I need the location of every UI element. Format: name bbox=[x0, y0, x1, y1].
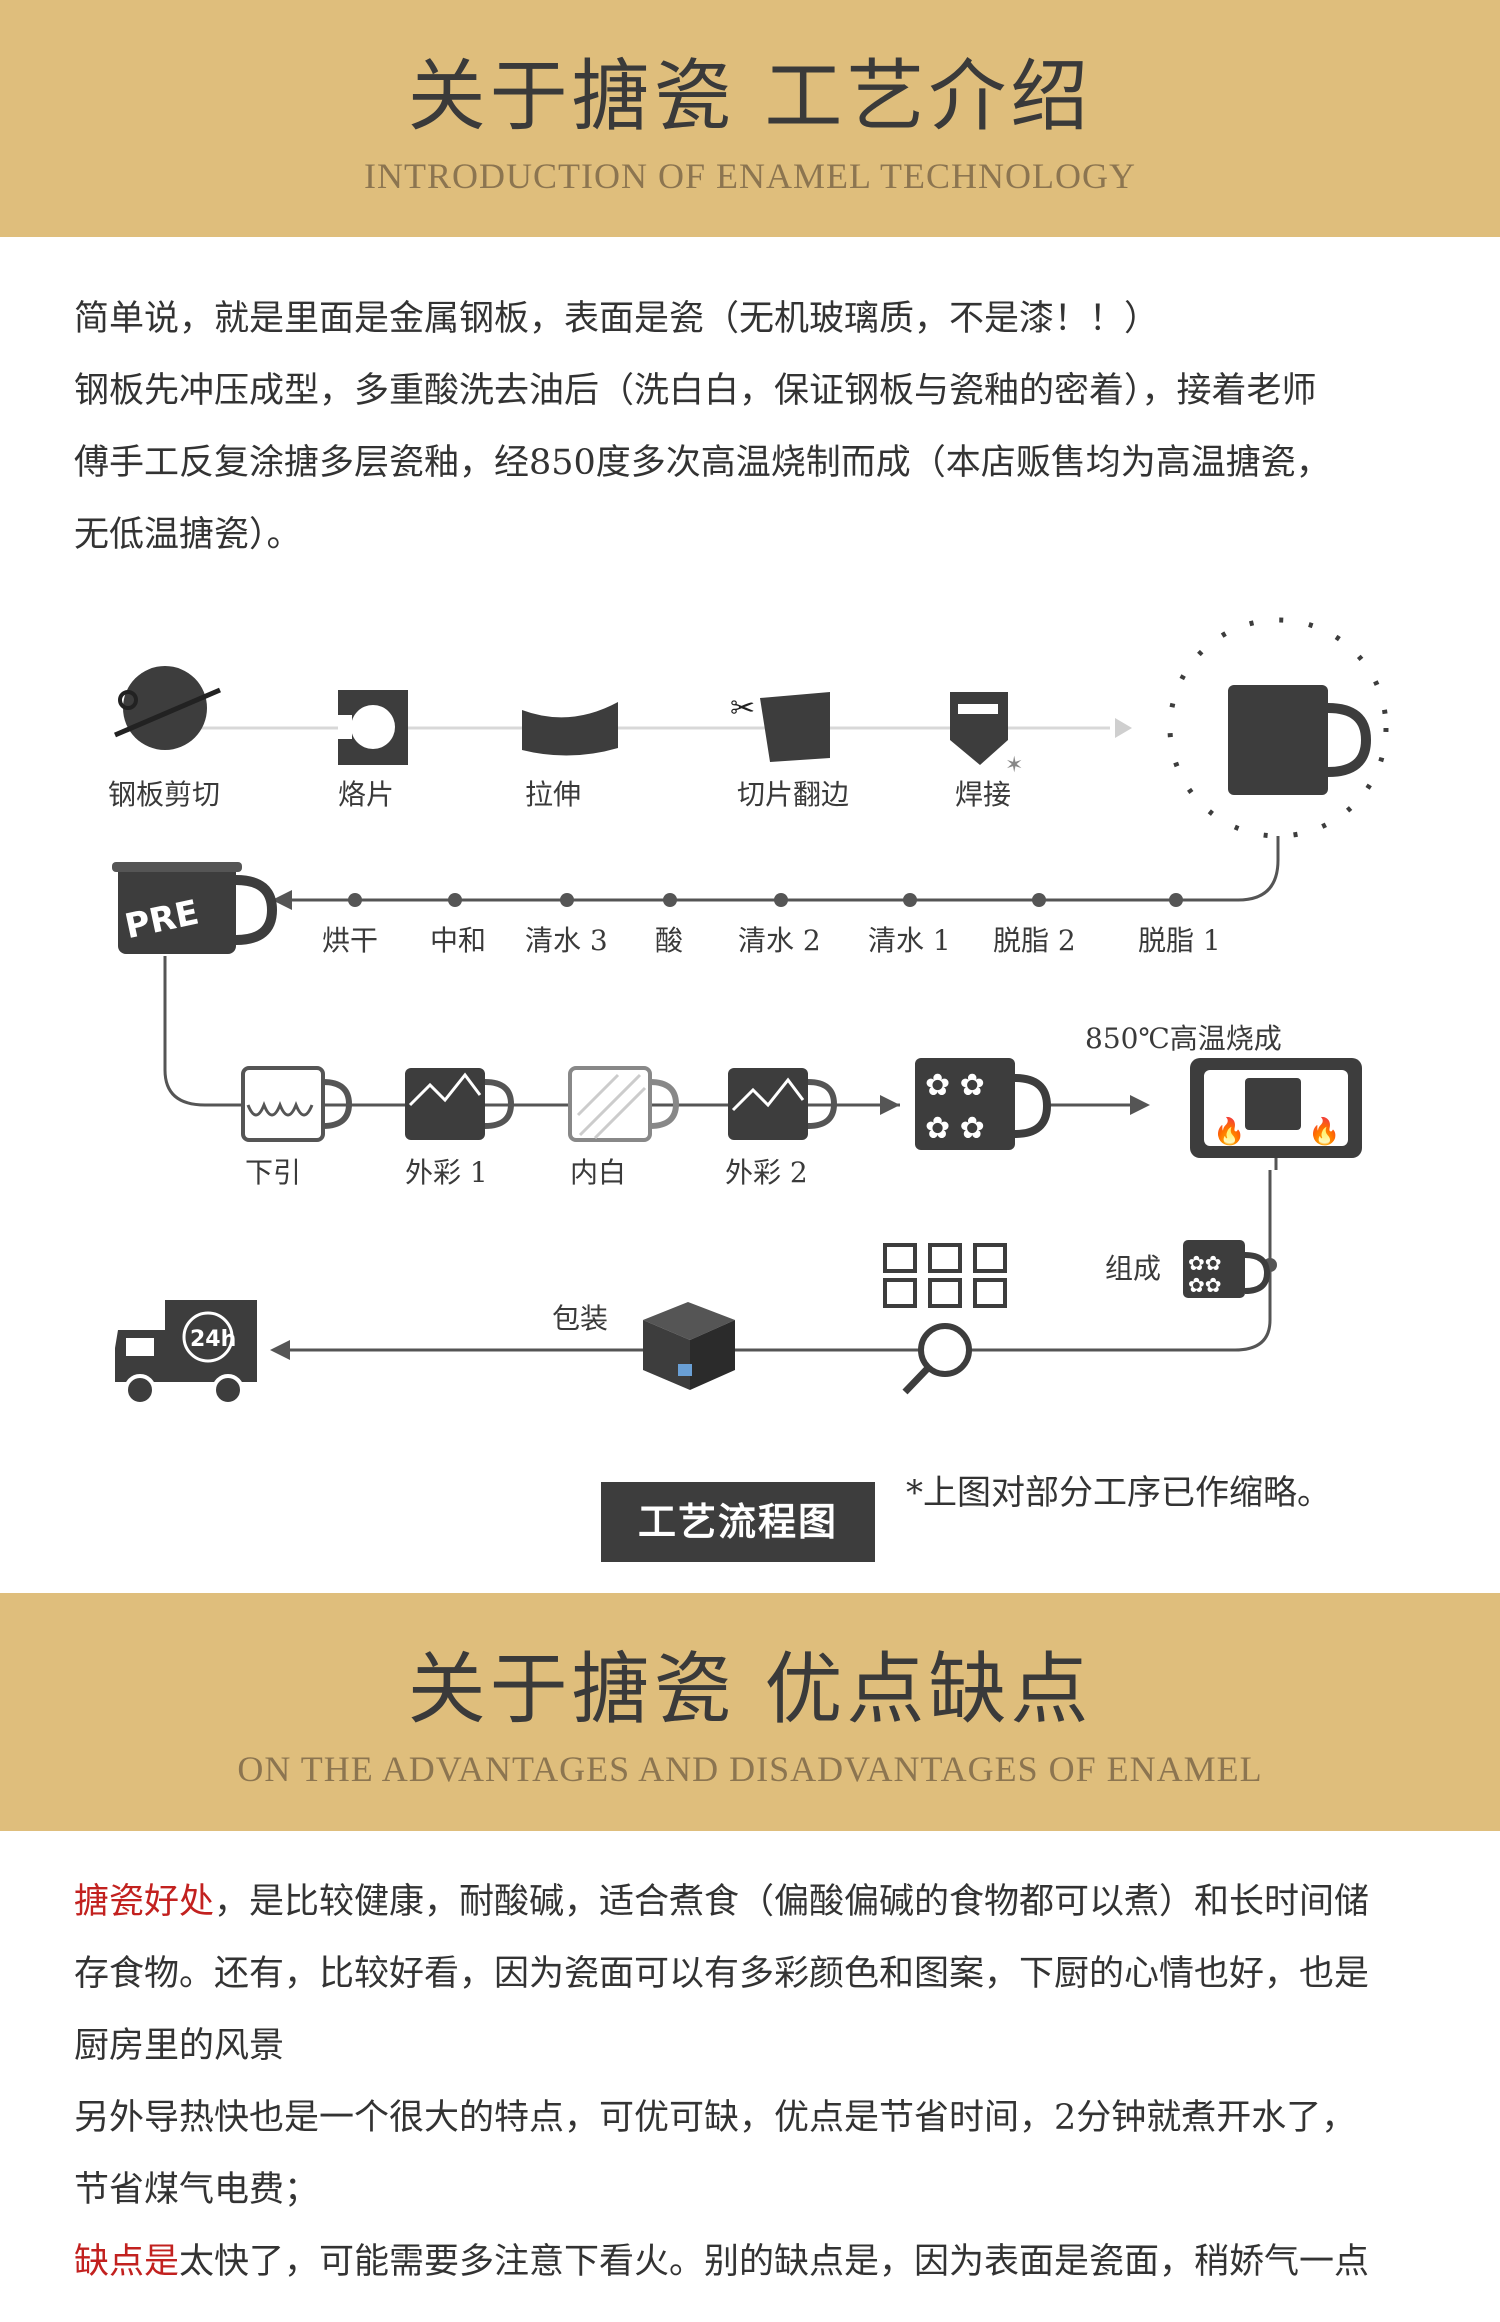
flow-label: 切片翻边 bbox=[737, 778, 849, 811]
flow-label: 焊接 bbox=[955, 778, 1011, 811]
flow-label: 烙片 bbox=[338, 778, 394, 811]
mug-outer-color-2-icon bbox=[728, 1068, 838, 1140]
pre-mug-icon: PRE bbox=[112, 862, 278, 954]
pros-cons-paragraph: 搪瓷好处，是比较健康，耐酸碱，适合煮食（偏酸偏碱的食物都可以煮）和长时间储 存食… bbox=[74, 1866, 1454, 2298]
flow-label: 清水 3 bbox=[525, 924, 608, 957]
package-box-icon bbox=[643, 1302, 735, 1390]
kiln-icon: 🔥 🔥 bbox=[1190, 1058, 1362, 1158]
truck-24h-text: 24h bbox=[190, 1327, 236, 1352]
stamp-sheet-icon bbox=[338, 690, 408, 765]
mug-flower-icon: ✿ ✿ ✿ ✿ bbox=[915, 1058, 1052, 1150]
svg-text:🔥: 🔥 bbox=[1213, 1116, 1245, 1147]
flow-label: 中和 bbox=[430, 924, 486, 957]
section-header-technology: 关于搪瓷 工艺介绍 INTRODUCTION OF ENAMEL TECHNOL… bbox=[0, 0, 1500, 237]
flow-label: 清水 2 bbox=[738, 924, 821, 957]
intro-line: 无低温搪瓷）。 bbox=[74, 515, 302, 555]
svg-text:✿ ✿: ✿ ✿ bbox=[925, 1068, 985, 1103]
pros-text: ，是比较健康，耐酸碱，适合煮食（偏酸偏碱的食物都可以煮）和长时间储 bbox=[214, 1882, 1370, 1922]
flow-label: 清水 1 bbox=[868, 924, 951, 957]
mug-outer-color-1-icon bbox=[405, 1068, 515, 1140]
intro-paragraph: 简单说，就是里面是金属钢板，表面是瓷（无机玻璃质，不是漆！！） 钢板先冲压成型，… bbox=[74, 283, 1454, 571]
section-title: 关于搪瓷 优点缺点 bbox=[407, 1645, 1093, 1735]
flow-label: 外彩 1 bbox=[405, 1156, 488, 1189]
delivery-truck-icon: 24h bbox=[115, 1300, 257, 1406]
pros-line: 节省煤气电费； bbox=[74, 2170, 320, 2210]
svg-text:✂: ✂ bbox=[730, 691, 755, 726]
cut-flange-icon: ✂ bbox=[730, 691, 830, 762]
pros-label: 搪瓷好处 bbox=[74, 1882, 215, 1922]
intro-line: 简单说，就是里面是金属钢板，表面是瓷（无机玻璃质，不是漆！！） bbox=[74, 299, 1160, 339]
weld-icon: ✶ bbox=[950, 692, 1023, 778]
diagram-note: *上图对部分工序已作缩略。 bbox=[906, 1473, 1331, 1513]
section-subtitle: INTRODUCTION OF ENAMEL TECHNOLOGY bbox=[364, 156, 1136, 196]
flow-label: 钢板剪切 bbox=[108, 778, 220, 811]
kiln-label: 850℃高温烧成 bbox=[1085, 1022, 1282, 1055]
cons-text: 太快了，可能需要多注意下看火。别的缺点是，因为表面是瓷面，稍娇气一点 bbox=[179, 2242, 1370, 2282]
chart-title-label: 工艺流程图 bbox=[601, 1482, 875, 1562]
svg-text:🔥: 🔥 bbox=[1308, 1116, 1340, 1147]
svg-text:✿✿: ✿✿ bbox=[1188, 1273, 1222, 1297]
intro-line: 钢板先冲压成型，多重酸洗去油后（洗白白，保证钢板与瓷釉的密着），接着老师 bbox=[74, 371, 1317, 411]
flow-label: 下引 bbox=[245, 1156, 301, 1189]
magnifier-icon bbox=[902, 1323, 972, 1395]
svg-text:✿✿: ✿✿ bbox=[1188, 1251, 1222, 1275]
flow-label: 拉伸 bbox=[525, 778, 581, 811]
pack-label: 包装 bbox=[552, 1302, 608, 1335]
section-header-pros-cons: 关于搪瓷 优点缺点 ON THE ADVANTAGES AND DISADVAN… bbox=[0, 1593, 1500, 1831]
assemble-label: 组成 bbox=[1105, 1252, 1161, 1285]
scissors-cut-icon bbox=[114, 666, 221, 750]
mug-dip-icon bbox=[241, 1066, 353, 1142]
section-subtitle: ON THE ADVANTAGES AND DISADVANTAGES OF E… bbox=[237, 1749, 1263, 1789]
pros-line: 另外导热快也是一个很大的特点，可优可缺，优点是节省时间，2分钟就煮开水了， bbox=[74, 2098, 1357, 2138]
flow-label: 内白 bbox=[570, 1156, 626, 1189]
flow-label: 脱脂 1 bbox=[1138, 924, 1221, 957]
mug-inner-white-icon bbox=[568, 1066, 680, 1142]
section-title: 关于搪瓷 工艺介绍 bbox=[407, 52, 1093, 142]
pros-line: 搪瓷好处，是比较健康，耐酸碱，适合煮食（偏酸偏碱的食物都可以煮）和长时间储 bbox=[74, 1866, 1454, 1938]
cons-label: 缺点是 bbox=[74, 2242, 180, 2282]
inspect-mugs-icon bbox=[883, 1243, 1007, 1308]
assembled-mug-icon: ✿✿ ✿✿ bbox=[1183, 1240, 1271, 1298]
intro-line: 傅手工反复涂搪多层瓷釉，经850度多次高温烧制而成（本店贩售均为高温搪瓷， bbox=[74, 443, 1331, 483]
fired-mug-icon bbox=[1167, 617, 1389, 839]
flow-label: 酸 bbox=[655, 924, 683, 957]
stretch-sheet-icon bbox=[522, 702, 618, 756]
svg-text:✶: ✶ bbox=[1005, 753, 1023, 778]
pros-line: 厨房里的风景 bbox=[74, 2026, 285, 2066]
process-flow-diagram: ✂ ✶ 钢板剪切 烙片 拉伸 切片翻边 焊接 烘干 中和 清水 3 酸 清水 2… bbox=[108, 617, 1389, 1406]
flow-label: 脱脂 2 bbox=[993, 924, 1076, 957]
pros-line: 存食物。还有，比较好看，因为瓷面可以有多彩颜色和图案，下厨的心情也好，也是 bbox=[74, 1954, 1370, 1994]
flow-label: 外彩 2 bbox=[725, 1156, 808, 1189]
svg-text:✿ ✿: ✿ ✿ bbox=[925, 1111, 985, 1146]
flow-label: 烘干 bbox=[322, 924, 378, 957]
cons-line: 缺点是太快了，可能需要多注意下看火。别的缺点是，因为表面是瓷面，稍娇气一点 bbox=[74, 2226, 1454, 2298]
